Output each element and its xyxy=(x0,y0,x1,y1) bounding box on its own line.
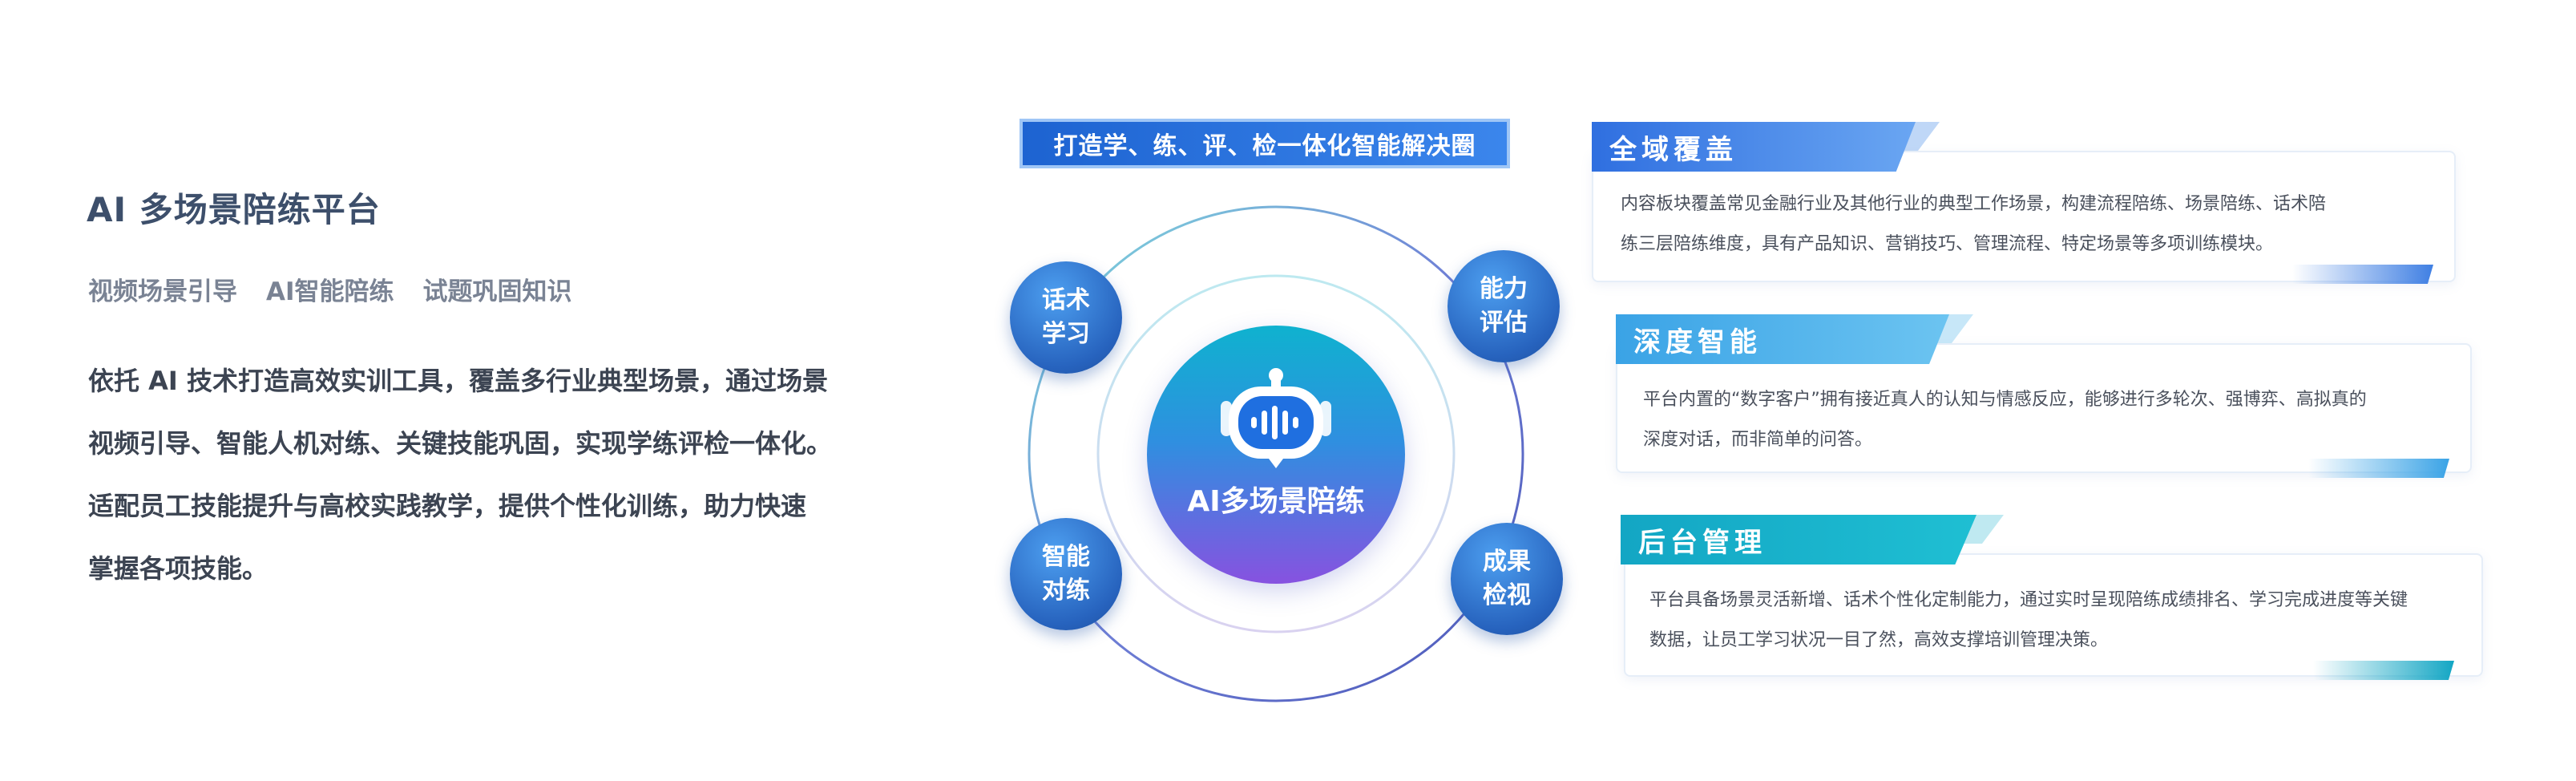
card-full-coverage xyxy=(1592,151,2456,282)
description-line: 依托 AI 技术打造高效实训工具，覆盖多行业典型场景，通过场景 xyxy=(88,366,828,396)
outer-ring xyxy=(1028,205,1524,702)
card-deep-intelligence xyxy=(1616,343,2472,473)
description-line: 视频引导、智能人机对练、关键技能巩固，实现学练评检一体化。 xyxy=(88,428,833,459)
feature-tag: AI智能陪练 xyxy=(266,277,394,306)
robot-icon xyxy=(1221,368,1331,468)
center-label: AI多场景陪练 xyxy=(1187,485,1365,518)
card-line: 内容板块覆盖常见金融行业及其他行业的典型工作场景，构建流程陪练、场景陪练、话术陪 xyxy=(1621,194,2327,214)
description-line: 掌握各项技能。 xyxy=(88,553,269,584)
feature-tag: 试题巩固知识 xyxy=(422,277,572,306)
card-body: 平台具备场景灵活新增、话术个性化定制能力，通过实时呈现陪练成绩排名、学习完成进度… xyxy=(1649,581,2408,661)
node-label: 成果检视 xyxy=(1483,548,1531,609)
inner-ring xyxy=(1096,274,1456,633)
card-body: 平台内置的“数字客户”拥有接近真人的认知与情感反应，能够进行多轮次、强博弈、高拟… xyxy=(1643,380,2367,460)
center-hub: AI多场景陪练 xyxy=(1147,326,1405,584)
node-label: 智能对练 xyxy=(1042,543,1090,605)
diagram-banner: 打造学、练、评、检一体化智能解决圈 xyxy=(1019,119,1510,168)
card-accent xyxy=(2308,459,2449,478)
description-line: 适配员工技能提升与高校实践教学，提供个性化训练，助力快速 xyxy=(88,491,807,521)
card-line: 数据，让员工学习状况一目了然，高效支撑培训管理决策。 xyxy=(1649,630,2109,650)
card-title: 全域覆盖 xyxy=(1592,122,1916,172)
feature-tags: 视频场景引导 AI智能陪练 试题巩固知识 xyxy=(88,271,572,307)
card-line: 练三层陪练维度，具有产品知识、营销技巧、管理流程、特定场景等多项训练模块。 xyxy=(1621,234,2274,254)
card-title: 深度智能 xyxy=(1616,314,1949,364)
node-smart-practice: 智能对练 xyxy=(1010,518,1122,630)
card-accent xyxy=(2292,265,2433,284)
node-label: 能力评估 xyxy=(1480,275,1528,337)
card-line: 深度对话，而非简单的问答。 xyxy=(1643,430,1873,450)
node-result-review: 成果检视 xyxy=(1451,523,1563,635)
card-backend-management xyxy=(1624,553,2483,677)
platform-description: 依托 AI 技术打造高效实训工具，覆盖多行业典型场景，通过场景 视频引导、智能人… xyxy=(88,350,898,600)
card-title: 后台管理 xyxy=(1621,515,1976,565)
ring-lines xyxy=(1028,205,1524,702)
node-label: 话术学习 xyxy=(1042,286,1090,348)
card-line: 平台具备场景灵活新增、话术个性化定制能力，通过实时呈现陪练成绩排名、学习完成进度… xyxy=(1649,590,2408,610)
card-body: 内容板块覆盖常见金融行业及其他行业的典型工作场景，构建流程陪练、场景陪练、话术陪… xyxy=(1621,184,2326,265)
card-accent xyxy=(2313,661,2454,680)
node-ability-assessment: 能力评估 xyxy=(1447,250,1560,362)
card-line: 平台内置的“数字客户”拥有接近真人的认知与情感反应，能够进行多轮次、强博弈、高拟… xyxy=(1643,390,2367,410)
page-title: AI 多场景陪练平台 xyxy=(87,190,381,229)
node-talk-learning: 话术学习 xyxy=(1010,261,1122,374)
feature-tag: 视频场景引导 xyxy=(88,277,237,306)
